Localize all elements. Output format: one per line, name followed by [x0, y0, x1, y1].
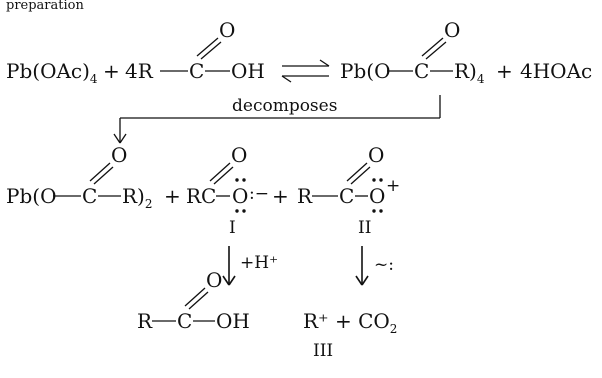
anion-double-bond-b [213, 166, 234, 185]
acid-product-carbon: C [177, 309, 192, 333]
anion-double-bond-a [209, 162, 231, 182]
lead-tetraacetate: Pb(OAc)4 [6, 59, 98, 86]
lone-pair-dot [235, 209, 239, 213]
lone-pair-dot [372, 178, 376, 182]
page-top-word: preparation [6, 0, 84, 13]
decomposition-connector [113, 95, 441, 144]
decomposes-label: decomposes [232, 96, 337, 116]
carboxylic-acid-product: R C O OH [137, 268, 250, 333]
decarboxylation-label: ~: [374, 255, 394, 275]
label-ii: II [358, 218, 371, 238]
equation-2: Pb(O C O R)2 + RC O O :− I + R C O O [6, 143, 400, 238]
double-bond-2a [89, 162, 111, 182]
lone-pair-dot [372, 209, 376, 213]
cation-r: R [297, 184, 313, 208]
cation-charge: + [386, 176, 400, 196]
cation-double-bond-a [346, 162, 368, 182]
cation-carbon: C [339, 184, 354, 208]
acid-oxygen: O [219, 18, 235, 42]
label-iii: III [313, 341, 333, 361]
label-i: I [229, 218, 236, 238]
lone-pair-dot [242, 178, 246, 182]
lead-dicarboxylate-r: R)2 [122, 184, 153, 211]
carbocation-product: R⁺ + CO2 III [303, 309, 397, 361]
double-bond-a [196, 37, 219, 57]
acid-coefficient-r: 4R [125, 59, 154, 83]
product-oxygen: O [444, 18, 460, 42]
carbocation-and-co2: R⁺ + CO2 [303, 309, 397, 336]
cation-carbonyl-oxygen: O [368, 143, 384, 167]
lone-pair-dot [242, 209, 246, 213]
lead-dicarboxylate-carbon: C [82, 184, 97, 208]
protonation-label: +H⁺ [240, 253, 278, 273]
anion-oxygen: O [232, 184, 248, 208]
acid-product-oh: OH [216, 309, 250, 333]
acid-carbon: C [189, 59, 204, 83]
product-double-bond-a [421, 37, 444, 57]
product-pb-prefix: Pb(O [340, 59, 390, 83]
plus-sign-4: + [272, 184, 289, 208]
product-r: R)4 [454, 59, 485, 86]
lead-dicarboxylate-prefix: Pb(O [6, 184, 56, 208]
lone-pair-dot [235, 178, 239, 182]
cation-double-bond-b [350, 166, 371, 185]
anion-carbonyl-oxygen: O [231, 143, 247, 167]
product-double-bond-b [425, 41, 447, 60]
plus-sign-3: + [164, 184, 181, 208]
product-carbon: C [414, 59, 429, 83]
acid-product-oxygen: O [206, 268, 222, 292]
protonation-arrow [222, 246, 236, 286]
decarboxylation-arrow [355, 246, 369, 286]
cation-oxygen: O [369, 184, 385, 208]
equation-1: Pb(OAc)4 + 4R C O OH Pb(O C O R)4 + 4HOA… [6, 18, 592, 86]
acid-product-double-bond-b [188, 291, 209, 310]
double-bond-b [200, 41, 222, 60]
acetic-acid: 4HOAc [520, 59, 592, 83]
plus-sign-2: + [496, 59, 513, 83]
lone-pair-dot [379, 209, 383, 213]
acid-oh: OH [231, 59, 265, 83]
anion-charge: :− [249, 184, 269, 204]
lone-pair-dot [379, 178, 383, 182]
equilibrium-arrow [281, 59, 330, 83]
lead-dicarboxylate-oxygen: O [111, 143, 127, 167]
plus-sign: + [103, 59, 120, 83]
double-bond-2b [93, 166, 114, 185]
acid-product-r: R [137, 309, 153, 333]
anion-rc: RC [186, 184, 216, 208]
acid-product-double-bond-a [184, 287, 206, 307]
